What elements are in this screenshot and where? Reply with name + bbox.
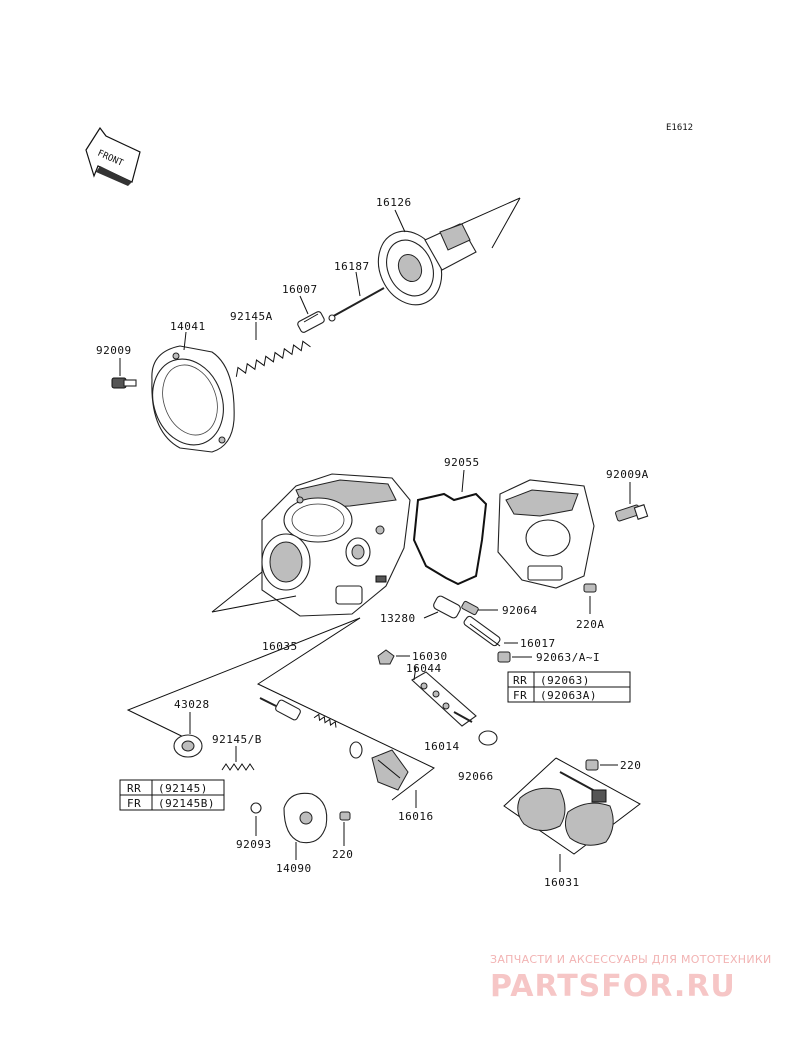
- needle-holder-16007: [297, 311, 325, 333]
- table-92063-row2-pos: FR: [513, 689, 527, 702]
- jet-92063: [497, 651, 511, 663]
- label-92009: 92009: [96, 344, 132, 357]
- watermark-tagline: ЗАПЧАСТИ И АКСЕССУАРЫ ДЛЯ МОТОТЕХНИКИ: [490, 953, 772, 966]
- label-220A: 220A: [576, 618, 605, 631]
- main-jet-16017: [463, 615, 501, 647]
- table-92063-row1-pos: RR: [513, 674, 527, 687]
- spring-92145B: [221, 763, 255, 771]
- label-14090: 14090: [276, 862, 312, 875]
- label-92145B: 92145/B: [212, 733, 262, 746]
- diaphragm-43028: [173, 734, 203, 758]
- label-92064: 92064: [502, 604, 538, 617]
- table-92063-row1-code: (92063): [540, 674, 590, 687]
- variant-table-92145: RR (92145) FR (92145B): [119, 779, 225, 811]
- label-92055: 92055: [444, 456, 480, 469]
- label-92063: 92063/A~I: [536, 651, 600, 664]
- float-bowl: [497, 479, 595, 589]
- plunger-assembly-16016: [259, 697, 409, 791]
- gasket-92055: [412, 492, 488, 586]
- label-16014: 16014: [424, 740, 460, 753]
- jet-needle-16187: [328, 287, 385, 322]
- pilot-screw-16030: [377, 649, 395, 665]
- label-14041: 14041: [170, 320, 206, 333]
- label-16017: 16017: [520, 637, 556, 650]
- screw-220-left: [339, 811, 351, 821]
- table-92145-row1-pos: RR: [127, 782, 141, 795]
- float-16031: [517, 771, 614, 846]
- front-arrow-icon: FRONT: [85, 126, 141, 186]
- vacuum-piston-16126: [377, 223, 477, 306]
- screw-92009A: [615, 504, 649, 522]
- label-92145A: 92145A: [230, 310, 273, 323]
- label-92093: 92093: [236, 838, 272, 851]
- label-92066: 92066: [458, 770, 494, 783]
- oring-92093: [250, 802, 262, 814]
- figure-code: E1612: [666, 123, 693, 133]
- screw-92009: [111, 377, 137, 389]
- watermark-brand: PARTSFOR.RU: [490, 969, 736, 1004]
- label-16035: 16035: [262, 640, 298, 653]
- plate-16014: [411, 671, 477, 727]
- label-43028: 43028: [174, 698, 210, 711]
- cap-92066: [478, 730, 498, 746]
- table-92063-row2-code: (92063A): [540, 689, 597, 702]
- label-92009A: 92009A: [606, 468, 649, 481]
- top-cover-14041: [151, 345, 235, 453]
- spring-92145A: [235, 340, 311, 377]
- label-16126: 16126: [376, 196, 412, 209]
- needle-jet-13280: [433, 595, 461, 619]
- label-16007: 16007: [282, 283, 318, 296]
- label-16187: 16187: [334, 260, 370, 273]
- label-220-left: 220: [332, 848, 353, 861]
- table-92145-row1-code: (92145): [158, 782, 208, 795]
- carburetor-body: [261, 473, 411, 617]
- label-16031: 16031: [544, 876, 580, 889]
- table-92145-row2-pos: FR: [127, 797, 141, 810]
- label-13280: 13280: [380, 612, 416, 625]
- label-16016: 16016: [398, 810, 434, 823]
- label-16030: 16030: [412, 650, 448, 663]
- screw-220-right: [585, 759, 599, 771]
- table-92145-row2-code: (92145B): [158, 797, 215, 810]
- jet-92064: [461, 600, 479, 616]
- cover-14090: [283, 792, 328, 844]
- label-16044: 16044: [406, 662, 442, 675]
- variant-table-92063: RR (92063) FR (92063A): [507, 671, 631, 703]
- label-220-right: 220: [620, 759, 641, 772]
- screw-220A: [583, 583, 597, 593]
